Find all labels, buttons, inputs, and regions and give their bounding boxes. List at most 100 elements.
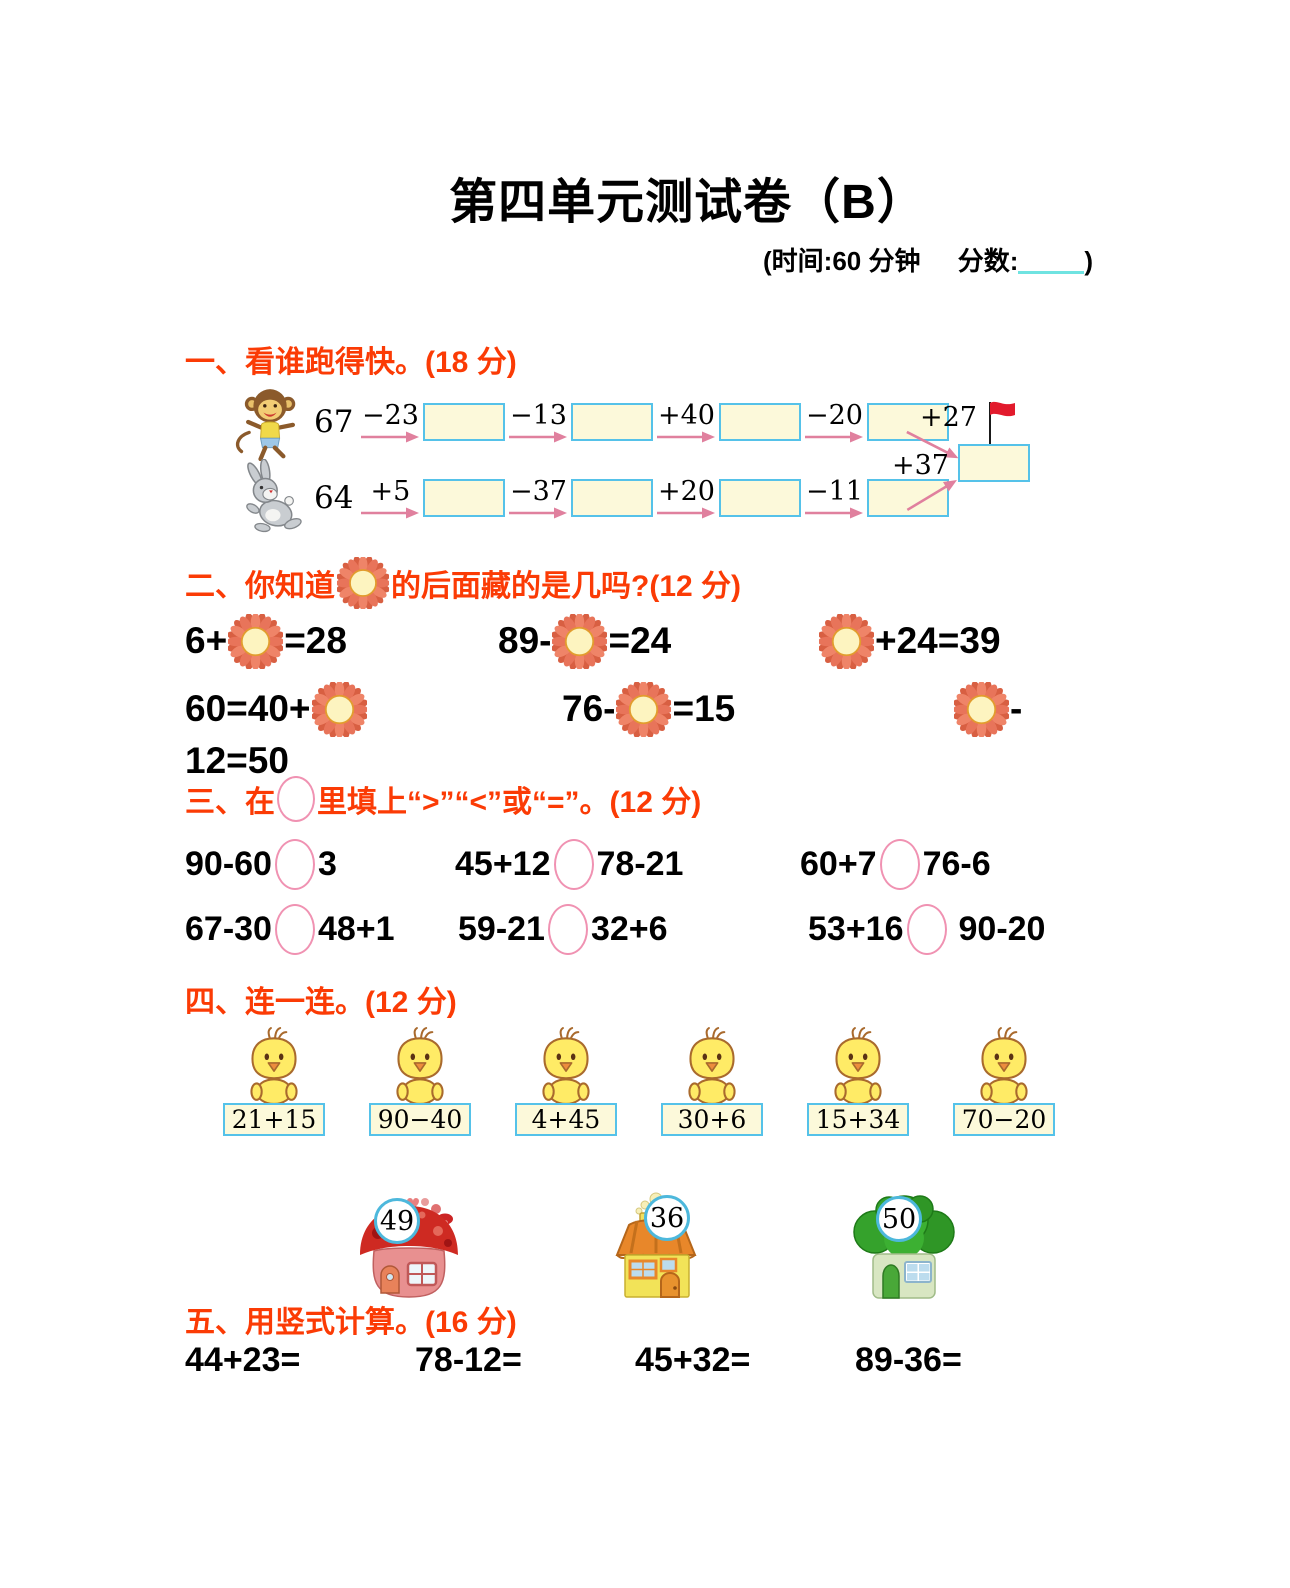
flower-icon[interactable] [819, 614, 874, 669]
comparison-item: 59-21 32+6 [458, 901, 668, 957]
answer-box[interactable] [867, 403, 950, 441]
finish-flag-icon [989, 401, 1015, 444]
section2-heading: 二、你知道 的后面藏的是几吗?(12 分) [185, 556, 741, 610]
flower-equation: +24=39 [818, 612, 1001, 670]
chain-start-number: 67 [314, 404, 354, 440]
chick-expression: 4+45 [515, 1103, 617, 1136]
answer-box[interactable] [571, 403, 654, 441]
section2-heading-post: 的后面藏的是几吗?(12 分) [391, 570, 742, 603]
flower-icon [337, 557, 389, 609]
section2-heading-pre: 二、你知道 [185, 570, 335, 603]
cmp-left: 60+7 [800, 844, 877, 883]
answer-box[interactable] [423, 403, 506, 441]
flower-icon[interactable] [228, 614, 283, 669]
chick-expression: 21+15 [223, 1103, 325, 1136]
chick-icon [236, 1026, 312, 1106]
chick-expression: 30+6 [661, 1103, 763, 1136]
comparison-item: 60+7 76-6 [800, 836, 991, 892]
cmp-right: 90-20 [958, 909, 1046, 948]
final-op-label: +37 [892, 450, 949, 481]
cmp-left: 67-30 [185, 909, 272, 948]
op-label: +5 [370, 475, 411, 507]
eq-text: 60=40+ [185, 688, 311, 729]
arrow-right-icon [509, 431, 568, 442]
answer-box[interactable] [867, 479, 950, 517]
circle-icon [277, 776, 315, 822]
comparison-item: 45+12 78-21 [455, 836, 683, 892]
operation-step: −20 [804, 402, 864, 443]
chick-card[interactable]: 90−40 [368, 1026, 472, 1136]
flower-icon[interactable] [552, 614, 607, 669]
arrow-right-icon [657, 507, 716, 518]
answer-circle[interactable] [547, 903, 588, 955]
flower-icon[interactable] [616, 682, 671, 737]
op-label: −37 [509, 475, 567, 507]
answer-box[interactable] [571, 479, 654, 517]
house-number: 49 [374, 1198, 420, 1244]
chick-expression: 90−40 [369, 1103, 471, 1136]
answer-circle[interactable] [274, 838, 315, 890]
monkey-icon [233, 383, 309, 461]
cmp-right: 32+6 [590, 909, 668, 948]
flower-equation: 6+ =28 [185, 612, 347, 670]
section3-heading: 三、在 里填上“>”“<”或“=”。(12 分) [185, 774, 701, 824]
chick-card[interactable]: 70−20 [952, 1026, 1056, 1136]
arrow-right-icon [657, 431, 716, 442]
green-tree-house[interactable]: 50 [845, 1192, 963, 1302]
op-label: −20 [805, 399, 863, 431]
rabbit-icon [233, 459, 309, 537]
eq-text: 89- [498, 620, 552, 661]
arrow-up-right-icon [906, 480, 957, 512]
arrow-right-icon [361, 431, 420, 442]
page-title: 第四单元测试卷（B） [449, 176, 926, 229]
calc-chain-monkey: 67 −23 −13 +40 −20 [233, 382, 951, 462]
answer-circle[interactable] [906, 903, 947, 955]
comparison-item: 90-60 3 [185, 836, 337, 892]
operation-step: +40 [656, 402, 716, 443]
chick-icon [528, 1026, 604, 1106]
eq-text: =28 [284, 620, 347, 661]
final-op-label: +27 [920, 402, 977, 433]
flower-icon[interactable] [312, 682, 367, 737]
answer-box[interactable] [719, 403, 802, 441]
final-answer-box[interactable] [958, 444, 1030, 482]
operation-step: −37 [508, 478, 568, 519]
section4-heading: 四、连一连。(12 分) [185, 986, 457, 1019]
arrow-down-right-icon [906, 430, 959, 459]
section5-heading: 五、用竖式计算。(16 分) [185, 1306, 517, 1339]
answer-box[interactable] [719, 479, 802, 517]
answer-circle[interactable] [553, 838, 594, 890]
vertical-calc-problem: 78-12= [415, 1341, 522, 1379]
op-label: +40 [657, 399, 715, 431]
answer-circle[interactable] [274, 903, 315, 955]
cmp-right: 78-21 [596, 844, 684, 883]
flower-icon[interactable] [954, 682, 1009, 737]
chick-card[interactable]: 15+34 [806, 1026, 910, 1136]
comparison-item: 53+16 90-20 [808, 901, 1045, 957]
answer-circle[interactable] [879, 838, 920, 890]
flower-equation: - [953, 680, 1022, 738]
section3-heading-post: 里填上“>”“<”或“=”。(12 分) [317, 786, 702, 819]
chick-icon [674, 1026, 750, 1106]
chick-card[interactable]: 4+45 [514, 1026, 618, 1136]
meta-line: (时间:60 分钟 分数:) [763, 241, 1093, 278]
cmp-left: 45+12 [455, 844, 551, 883]
chick-card[interactable]: 30+6 [660, 1026, 764, 1136]
eq-wrapped-text: 12=50 [185, 740, 289, 781]
arrow-right-icon [509, 507, 568, 518]
eq-text: - [1010, 688, 1023, 729]
mushroom-house[interactable]: 49 [350, 1190, 468, 1304]
orange-house[interactable]: 36 [603, 1190, 711, 1304]
vertical-calc-problem: 89-36= [855, 1341, 962, 1379]
score-blank[interactable] [1018, 247, 1085, 274]
cmp-left: 59-21 [458, 909, 545, 948]
eq-text: =15 [672, 688, 736, 729]
cmp-right: 3 [317, 844, 337, 883]
chick-card[interactable]: 21+15 [222, 1026, 326, 1136]
cmp-left: 53+16 [808, 909, 904, 948]
op-label: +20 [657, 475, 715, 507]
section3-heading-pre: 三、在 [185, 786, 275, 819]
eq-text: 6+ [185, 620, 228, 661]
answer-box[interactable] [423, 479, 506, 517]
